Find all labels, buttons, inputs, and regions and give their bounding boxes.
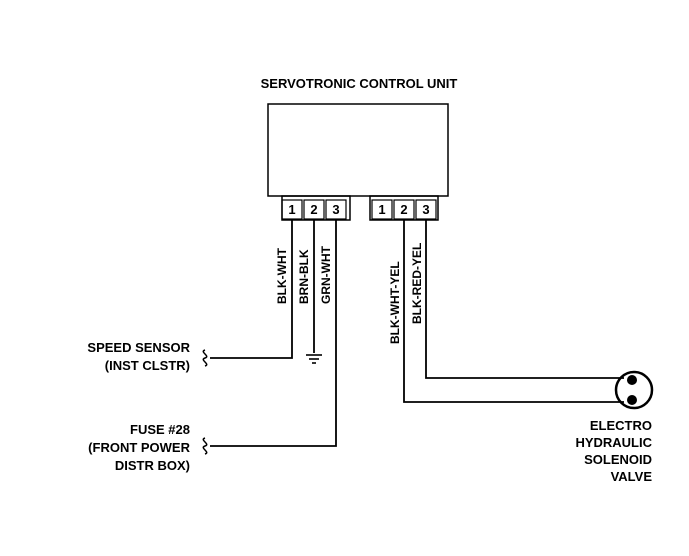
solenoid-valve-icon [614,370,654,410]
wire-blk-red-yel [425,220,624,379]
valve-label-3: SOLENOID [584,452,652,467]
fuse-label: FUSE #28 [130,422,190,437]
connector-left-pin-3: 3 [332,202,339,217]
fuse-sublabel-1: (FRONT POWER [88,440,190,455]
valve-label-4: VALVE [611,469,653,484]
unit-title: SERVOTRONIC CONTROL UNIT [261,76,458,91]
connector-right-pin-3: 3 [422,202,429,217]
wire-label-grn-wht: GRN-WHT [319,245,333,304]
ground-icon [306,354,322,364]
wire-grn-wht [210,220,337,447]
valve-label-2: HYDRAULIC [575,435,652,450]
connector-left: 1 2 3 [281,195,351,221]
connector-right-pin-1: 1 [378,202,385,217]
fuse-connector-symbol [202,437,208,455]
wire-label-blk-red-yel: BLK-RED-YEL [410,243,424,324]
speed-sensor-label: SPEED SENSOR [87,340,190,355]
connector-right-pin-2: 2 [400,202,407,217]
wire-label-blk-wht-yel: BLK-WHT-YEL [388,261,402,344]
speed-sensor-connector-symbol [202,349,208,367]
control-unit-box [267,103,449,197]
wire-label-blk-wht: BLK-WHT [275,247,289,304]
speed-sensor-sublabel: (INST CLSTR) [105,358,190,373]
connector-left-pin-1: 1 [288,202,295,217]
connector-left-pin-2: 2 [310,202,317,217]
connector-right: 1 2 3 [369,195,439,221]
wire-blk-wht [210,220,293,359]
wire-blk-wht-yel [403,220,624,403]
wire-label-brn-blk: BRN-BLK [297,249,311,304]
valve-label-1: ELECTRO [590,418,652,433]
fuse-sublabel-2: DISTR BOX) [115,458,190,473]
